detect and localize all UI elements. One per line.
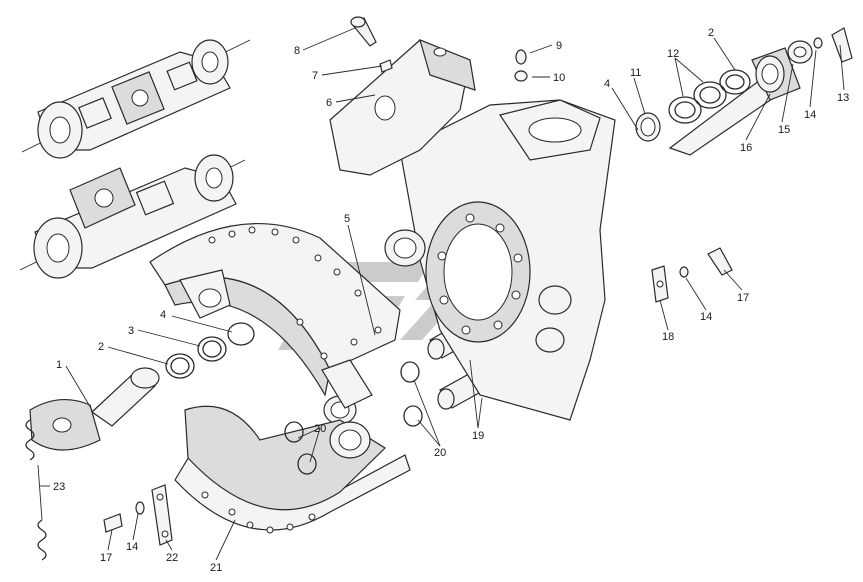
brake-carrier-housing (384, 99, 616, 421)
callout-19: 19 (472, 430, 484, 442)
callout-8: 8 (294, 45, 300, 57)
callout-23: 23 (53, 481, 65, 493)
callout-labels: 1 2 2 3 4 4 5 6 7 8 9 10 11 12 13 14 14 … (53, 27, 849, 574)
callout-11: 11 (630, 67, 641, 79)
brake-camshaft (29, 367, 160, 451)
callout-9: 9 (556, 40, 562, 52)
callout-14: 14 (804, 109, 816, 121)
callout-17: 17 (737, 292, 749, 304)
leader-lines (40, 27, 845, 561)
callout-20: 20 (314, 423, 326, 435)
callout-20: 20 (434, 447, 446, 459)
callout-18: 18 (662, 331, 674, 343)
rear-axle-assembly-bottom (19, 154, 246, 279)
callout-22: 22 (166, 552, 178, 564)
rear-axle-assembly-top (21, 39, 251, 159)
callout-13: 13 (837, 92, 849, 104)
callout-10: 10 (553, 72, 565, 84)
slack-adjuster-parts (635, 27, 853, 156)
camshaft-bracket (329, 16, 528, 176)
callout-16: 16 (740, 142, 752, 154)
callout-4: 4 (160, 309, 166, 321)
brake-shoe-lower (174, 405, 411, 534)
right-small-parts (651, 247, 733, 303)
seal-rings-20 (284, 361, 423, 475)
callout-15: 15 (778, 124, 790, 136)
callout-6: 6 (326, 97, 332, 109)
callout-5: 5 (344, 213, 350, 225)
callout-2: 2 (98, 341, 104, 353)
callout-12: 12 (667, 48, 679, 60)
callout-14: 14 (126, 541, 138, 553)
callout-1: 1 (56, 359, 62, 371)
callout-14: 14 (700, 311, 712, 323)
callout-2: 2 (708, 27, 714, 39)
callout-4: 4 (604, 78, 610, 90)
callout-17: 17 (100, 552, 112, 564)
callout-7: 7 (312, 70, 318, 82)
callout-3: 3 (128, 325, 134, 337)
anchor-plate (103, 484, 173, 546)
seal-rings-left (165, 322, 255, 379)
brake-shoe-upper (149, 223, 401, 425)
return-spring (25, 419, 47, 561)
callout-21: 21 (210, 562, 222, 574)
